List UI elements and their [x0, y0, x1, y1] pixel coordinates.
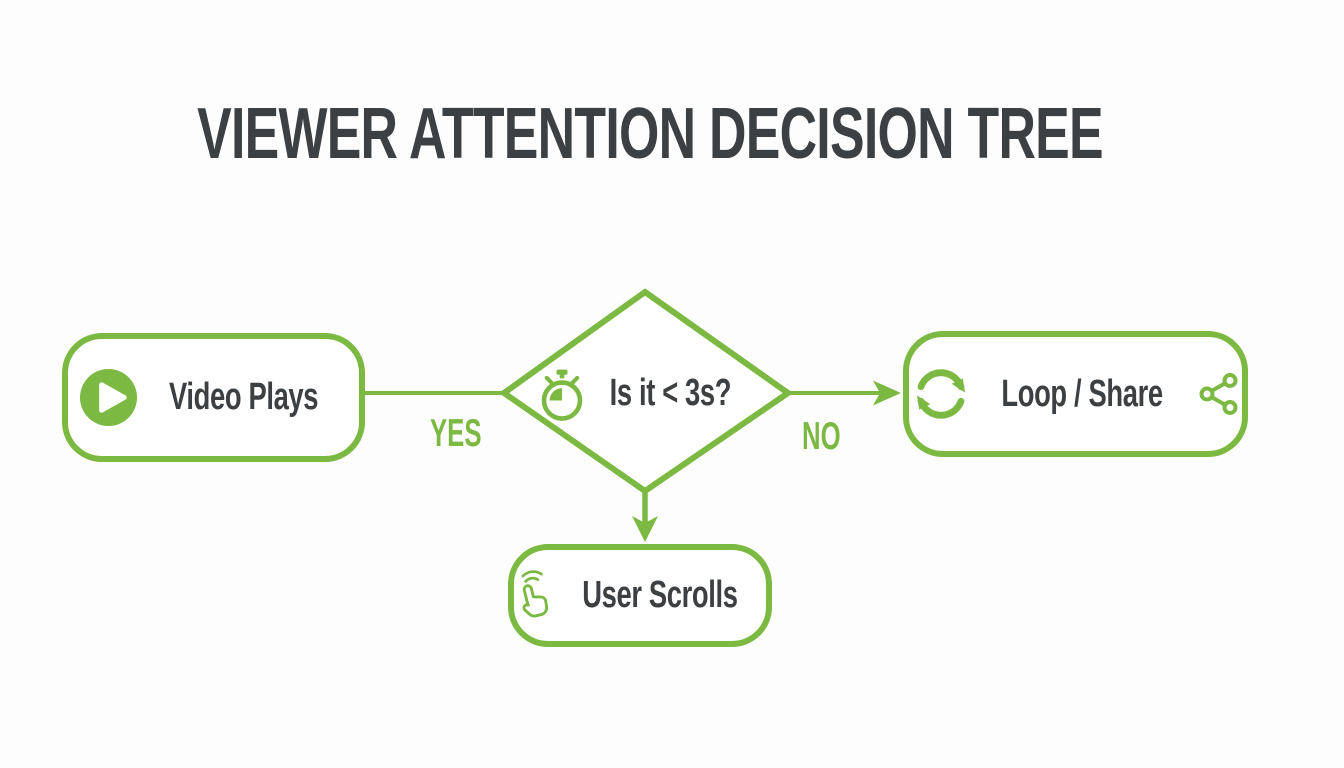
node-decision-content: Is it < 3s? [504, 300, 788, 486]
page-title: VIEWER ATTENTION DECISION TREE [197, 94, 1104, 174]
share-icon [1199, 373, 1238, 415]
play-icon [80, 368, 138, 427]
decision-diamond-shape [498, 288, 794, 495]
node-user-scrolls-label: User Scrolls [582, 574, 738, 616]
edge-no-arrowhead [873, 380, 901, 406]
loop-refresh-icon [917, 369, 966, 419]
node-video-plays-label: Video Plays [169, 376, 319, 418]
edge-label-no: NO [802, 415, 841, 458]
node-user-scrolls: User Scrolls [508, 544, 772, 647]
edge-label-yes: YES [430, 412, 482, 455]
node-loop-share: Loop / Share [903, 331, 1248, 457]
node-video-plays: Video Plays [62, 333, 365, 462]
node-decision-label: Is it < 3s? [609, 371, 731, 414]
tap-hand-icon [521, 569, 549, 617]
node-loop-share-label: Loop / Share [1001, 372, 1164, 415]
stopwatch-icon [541, 369, 582, 421]
edge-down-arrowhead [632, 516, 658, 542]
